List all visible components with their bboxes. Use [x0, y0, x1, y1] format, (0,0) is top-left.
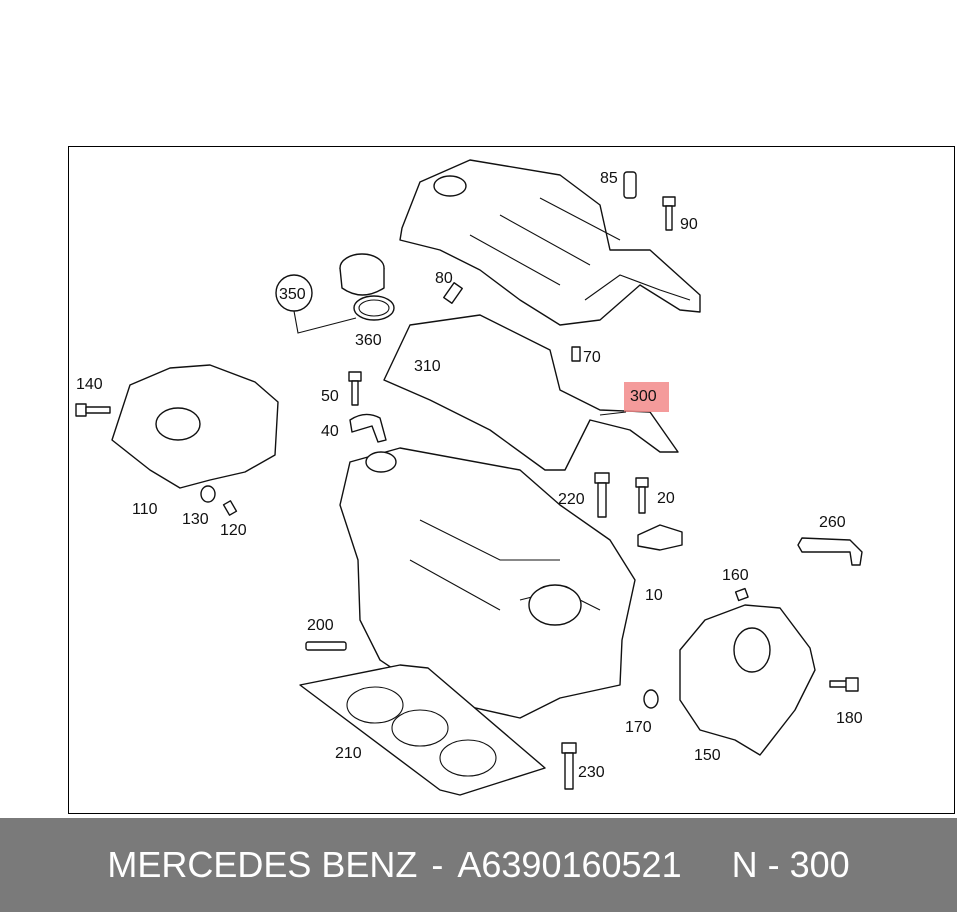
footer-bar: MERCEDES BENZ - A6390160521 N - 300 [0, 818, 957, 912]
stud-200 [305, 641, 347, 651]
callout-20: 20 [657, 490, 675, 507]
pipe-40 [349, 413, 387, 443]
leader-350 [293, 310, 357, 334]
callout-260: 260 [819, 514, 846, 531]
plug-160 [734, 587, 749, 602]
bolt-220 [594, 472, 610, 518]
callout-170: 170 [625, 719, 652, 736]
highlight-box-300 [624, 382, 669, 412]
callout-160: 160 [722, 567, 749, 584]
callout-50: 50 [321, 388, 339, 405]
callout-70: 70 [583, 349, 601, 366]
footer-position: N - 300 [731, 844, 850, 885]
bracket [637, 524, 683, 551]
callout-110: 110 [132, 501, 158, 518]
bolt-50 [348, 371, 362, 406]
leader-300 [599, 411, 627, 416]
bolt-140 [75, 403, 111, 417]
footer-part-number: A6390160521 [457, 844, 682, 885]
callout-180: 180 [836, 710, 863, 727]
callout-130: 130 [182, 511, 209, 528]
callout-85: 85 [600, 170, 618, 187]
footer-dash: - [431, 844, 444, 885]
seal-130 [200, 485, 216, 503]
bolt-20 [635, 477, 649, 514]
callout-200: 200 [307, 617, 334, 634]
callout-120: 120 [220, 522, 247, 539]
pipe-260 [797, 537, 863, 566]
callout-90: 90 [680, 216, 698, 233]
seal-170 [643, 689, 659, 709]
bolt-230 [561, 742, 577, 790]
footer-brand: MERCEDES BENZ [107, 844, 418, 885]
dowel-85 [623, 171, 637, 199]
oil-filler-cap [339, 253, 385, 296]
rear-cover-150 [679, 604, 816, 756]
diagram-frame [68, 146, 955, 814]
bolt-180 [829, 677, 859, 692]
callout-350-label: 350 [279, 286, 306, 303]
callout-210: 210 [335, 745, 362, 762]
callout-10: 10 [645, 587, 663, 604]
parts-diagram: 85 90 80 350 360 310 70 300 140 50 40 22… [75, 159, 863, 796]
callout-40: 40 [321, 423, 339, 440]
gasket-300 [383, 314, 679, 471]
callout-310: 310 [414, 358, 441, 375]
seal-ring [353, 295, 395, 321]
pin-70 [571, 346, 581, 362]
plug-80 [443, 282, 463, 304]
cylinder-head-10 [339, 447, 636, 719]
callout-230: 230 [578, 764, 605, 781]
callout-150: 150 [694, 747, 721, 764]
callout-360: 360 [355, 332, 382, 349]
callout-300: 300 [630, 388, 657, 405]
bolt-90 [662, 196, 676, 231]
callout-220: 220 [558, 491, 585, 508]
camshaft-housing [399, 159, 701, 326]
callout-140: 140 [76, 376, 103, 393]
head-gasket-210 [299, 664, 546, 796]
callout-80: 80 [435, 270, 453, 287]
pin-120 [222, 500, 238, 516]
